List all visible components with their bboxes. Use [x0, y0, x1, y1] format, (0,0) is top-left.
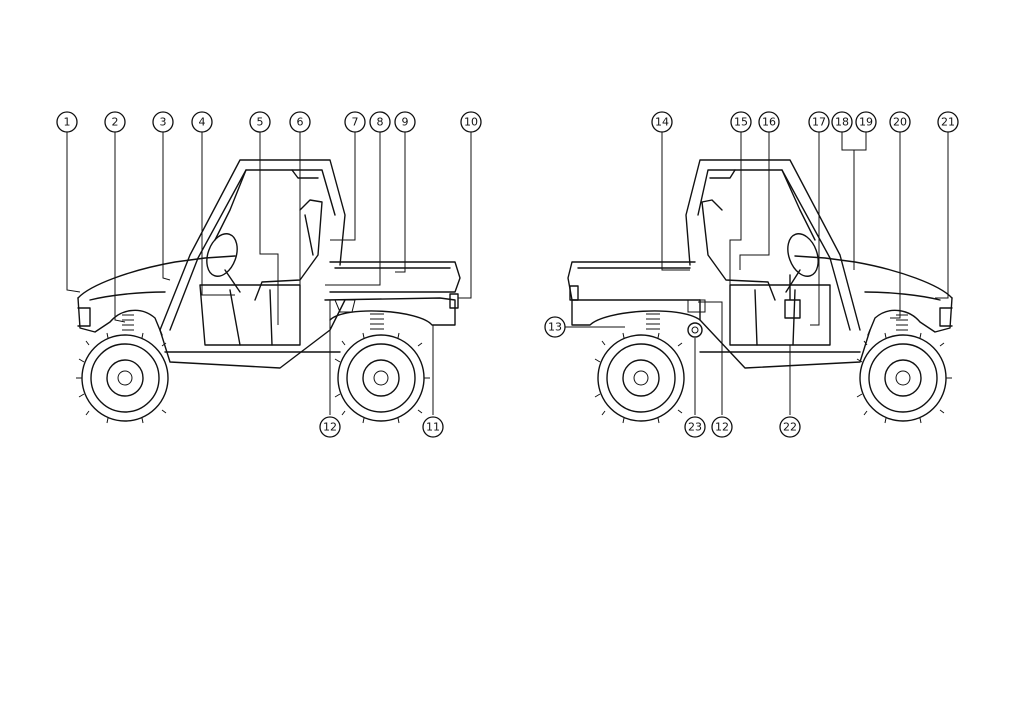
- callout-marker: 14: [652, 112, 672, 132]
- leader-lines: [67, 132, 948, 415]
- callout-marker: 11: [423, 417, 443, 437]
- right-view-front-wheel: [857, 333, 952, 423]
- callout-marker: 7: [345, 112, 365, 132]
- callout-number: 12: [323, 421, 337, 434]
- right-side-view: [568, 160, 952, 423]
- callout-marker: 23: [685, 417, 705, 437]
- callout-marker: 4: [192, 112, 212, 132]
- callout-number: 8: [377, 116, 384, 129]
- callout-number: 17: [812, 116, 826, 129]
- callout-number: 15: [734, 116, 748, 129]
- callout-number: 19: [859, 116, 873, 129]
- callout-marker: 5: [250, 112, 270, 132]
- right-view-rear-wheel: [595, 333, 684, 423]
- left-view-front-wheel: [76, 333, 168, 423]
- callout-marker: 18: [832, 112, 852, 132]
- callout-marker: 12: [712, 417, 732, 437]
- callout-marker: 10: [461, 112, 481, 132]
- callout-number: 22: [783, 421, 797, 434]
- callout-number: 5: [257, 116, 264, 129]
- callout-number: 7: [352, 116, 359, 129]
- callout-number: 14: [655, 116, 669, 129]
- callout-marker: 21: [938, 112, 958, 132]
- callout-number: 16: [762, 116, 776, 129]
- callout-number: 12: [715, 421, 729, 434]
- callout-number: 6: [297, 116, 304, 129]
- callout-marker: 3: [153, 112, 173, 132]
- left-side-view: [76, 160, 460, 423]
- callout-number: 4: [199, 116, 206, 129]
- callout-marker: 8: [370, 112, 390, 132]
- callout-marker: 16: [759, 112, 779, 132]
- callout-number: 3: [160, 116, 167, 129]
- callout-marker: 22: [780, 417, 800, 437]
- right-view-body: [568, 160, 952, 368]
- callout-number: 9: [402, 116, 409, 129]
- left-view-rear-wheel: [335, 333, 430, 423]
- callout-marker: 13: [545, 317, 565, 337]
- callout-marker: 20: [890, 112, 910, 132]
- callout-number: 20: [893, 116, 907, 129]
- callout-marker: 17: [809, 112, 829, 132]
- callout-number: 23: [688, 421, 702, 434]
- callout-marker: 2: [105, 112, 125, 132]
- callout-number: 10: [464, 116, 478, 129]
- callout-marker: 19: [856, 112, 876, 132]
- callout-number: 18: [835, 116, 849, 129]
- callout-marker: 9: [395, 112, 415, 132]
- callout-number: 2: [112, 116, 119, 129]
- callout-marker: 15: [731, 112, 751, 132]
- callout-marker: 1: [57, 112, 77, 132]
- callout-number: 13: [548, 321, 562, 334]
- callout-marker: 12: [320, 417, 340, 437]
- callout-number: 11: [426, 421, 440, 434]
- callout-number: 21: [941, 116, 955, 129]
- callout-number: 1: [64, 116, 71, 129]
- callout-marker: 6: [290, 112, 310, 132]
